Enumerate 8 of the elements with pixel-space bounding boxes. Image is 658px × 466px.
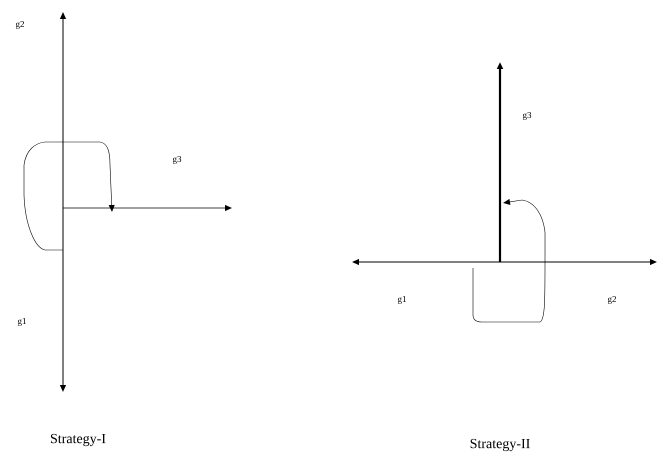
axis-label: g2 bbox=[608, 296, 616, 304]
axis-label: g2 bbox=[16, 21, 24, 29]
axis-label: g3 bbox=[522, 112, 532, 120]
caption: Strategy-I bbox=[50, 434, 106, 446]
caption: Strategy-II bbox=[470, 438, 530, 452]
axis-label: g3 bbox=[172, 156, 182, 164]
axis-label: g1 bbox=[398, 296, 406, 304]
axis-label: g1 bbox=[18, 318, 26, 326]
